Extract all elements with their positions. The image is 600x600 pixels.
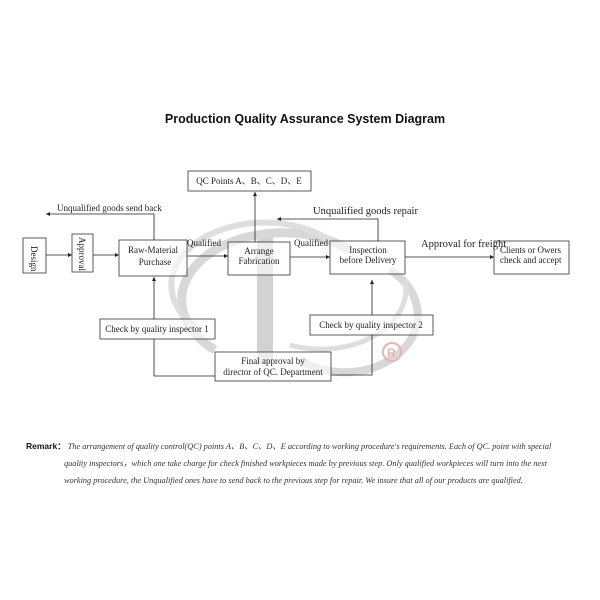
clients-label: Clients or Owers [500,245,561,255]
design-label: Design [29,246,39,272]
qualified-label-1: Qualified [187,238,221,248]
approval-label: Approval [77,237,87,271]
remark-line-3: working procedure, the Unqualified ones … [64,476,523,485]
inspection-box [329,240,406,275]
freight-label: Approval for freight [421,239,506,250]
arrange-label-2: Fabrication [239,256,280,266]
qualified-label-2: Qualified [294,238,328,248]
remark-block: Remark： The arrangement of quality contr… [26,438,591,489]
inspection-label: Inspection [349,245,387,255]
remark-line-2: quality inspectors，which one take charge… [64,459,548,468]
arrange-label: Arrange [244,246,273,256]
check-inspector-2-box [309,314,434,336]
send-back-label: Unqualified goods send back [57,203,162,213]
check-inspector-1-label: Check by quality inspector 1 [105,324,208,334]
remark-line-1: The arrangement of quality control(QC) p… [67,442,552,451]
diagram-title: Production Quality Assurance System Diag… [165,112,445,126]
final-approval-label-2: director of QC. Department [223,367,323,377]
check-inspector-2-label: Check by quality inspector 2 [319,320,422,330]
clients-box [493,240,570,275]
raw-material-label-2: Purchase [139,257,172,267]
design-box [22,237,47,274]
clients-label-2: check and accept [500,255,562,265]
repair-label: Unqualified goods repair [313,206,418,217]
svg-text:R: R [387,346,396,360]
qc-points-box [187,170,312,192]
qc-points-label: QC Points A、B、C、D、E [196,176,302,186]
remark-label: Remark： [26,441,66,451]
approval-box [71,233,94,273]
arrange-fabrication-box [227,241,291,276]
raw-material-box [118,239,188,277]
raw-material-label: Raw-Material [128,245,178,255]
inspection-label-2: before Delivery [340,255,397,265]
connectors [46,192,494,377]
final-approval-label: Final approval by [241,356,305,366]
check-inspector-1-box [99,318,216,340]
final-approval-box [214,351,332,382]
